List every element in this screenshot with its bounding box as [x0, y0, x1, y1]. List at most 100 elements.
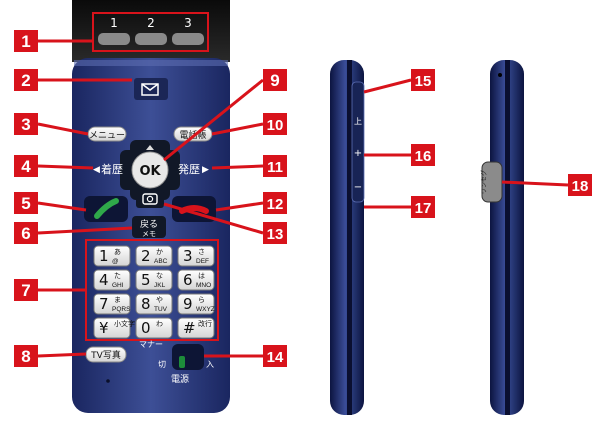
tv-side-key[interactable]: ワンセグ: [480, 161, 503, 203]
left-arrow-icon: ◀: [93, 165, 100, 175]
key-kana-label: や: [156, 296, 163, 304]
svg-text:切: 切: [158, 360, 166, 369]
key-main-label: 8: [141, 295, 151, 313]
badge-label: 16: [415, 148, 432, 165]
badge-16: [411, 144, 435, 166]
badge-8: [14, 345, 38, 367]
badge-label: 17: [415, 200, 432, 217]
badge-label: 2: [21, 71, 30, 90]
badge-4: [14, 155, 38, 177]
callout-5: 5: [14, 192, 87, 214]
callout-16: 16: [364, 144, 435, 166]
key-main-label: 9: [183, 295, 193, 313]
badge-label: 15: [415, 73, 432, 90]
call-history-button[interactable]: ◀ 着歴: [93, 162, 123, 176]
key-kana-label: な: [156, 272, 163, 280]
callout-8: 8: [14, 345, 87, 367]
badge-9: [263, 69, 287, 91]
callout-10: 10: [211, 113, 287, 136]
svg-text:TV写真: TV写真: [90, 349, 121, 361]
key-main-label: #: [183, 319, 196, 337]
badge-7: [14, 279, 38, 301]
volume-plus: +: [354, 148, 362, 159]
top-key-2[interactable]: 2: [135, 16, 167, 45]
phone-upper-half: [72, 0, 230, 62]
call-key[interactable]: [84, 196, 128, 222]
menu-button[interactable]: メニュー: [87, 126, 127, 142]
right-arrow-icon: ▶: [202, 165, 209, 175]
keypad-key-9[interactable]: ¥小文字: [93, 317, 135, 339]
svg-text:3: 3: [184, 16, 192, 30]
ok-label: OK: [139, 164, 161, 179]
tv-photo-button[interactable]: TV写真: [85, 346, 127, 363]
phone-icon: [94, 198, 119, 219]
key-main-label: 6: [183, 271, 193, 289]
badge-label: 7: [21, 281, 30, 300]
key-kana-label: さ: [198, 248, 205, 256]
dpad[interactable]: OK: [120, 140, 180, 200]
callout-1: 1: [14, 30, 93, 52]
volume-minus: −: [354, 182, 362, 193]
badge-label: 6: [21, 224, 30, 243]
badge-1: [14, 30, 38, 52]
key-kana-label: は: [198, 272, 205, 280]
badge-label: 5: [21, 194, 30, 213]
volume-label: 上: [354, 117, 362, 126]
mail-key[interactable]: [134, 78, 168, 100]
camera-key[interactable]: [136, 190, 164, 208]
key-kana-label: た: [114, 272, 121, 280]
key-main-label: 0: [141, 319, 151, 337]
key-sub-label: @: [112, 258, 119, 265]
callout-17: 17: [364, 196, 435, 218]
callout-2: 2: [14, 69, 132, 91]
key-kana-label: 小文字: [114, 319, 135, 328]
svg-text:1: 1: [110, 16, 118, 30]
callout-11: 11: [211, 155, 287, 177]
svg-text:入: 入: [206, 360, 214, 369]
dial-history-button[interactable]: 発歴 ▶: [178, 162, 209, 176]
top-key-1[interactable]: 1: [98, 16, 130, 45]
svg-text:発歴: 発歴: [178, 162, 200, 176]
key-main-label: 1: [99, 247, 109, 265]
badge-label: 11: [267, 159, 283, 176]
badge-18: [568, 174, 592, 196]
camera-icon: [142, 193, 158, 205]
side-view-right: ワンセグ: [480, 60, 524, 415]
badge-label: 3: [21, 115, 30, 134]
badge-label: 13: [267, 226, 284, 243]
phonebook-button[interactable]: 電話帳: [173, 126, 213, 142]
key-main-label: 2: [141, 247, 151, 265]
manner-label: マナー: [139, 340, 163, 349]
key-sub-label: MNO: [196, 282, 211, 289]
mic-hole: [106, 379, 110, 383]
callout-9: 9: [163, 69, 287, 162]
callout-6: 6: [14, 222, 133, 244]
badge-label: 8: [21, 347, 30, 366]
keypad-key-11[interactable]: #改行: [177, 317, 215, 339]
badge-11: [263, 155, 287, 177]
badge-13: [263, 222, 287, 244]
top-key-3[interactable]: 3: [172, 16, 204, 45]
power-key[interactable]: 切 入 電源: [158, 344, 214, 385]
badge-17: [411, 196, 435, 218]
side-view-left: 上 + −: [330, 60, 365, 415]
svg-text:メニュー: メニュー: [89, 131, 125, 141]
back-memo-button[interactable]: 戻る メモ: [132, 216, 166, 238]
svg-text:電源: 電源: [171, 374, 189, 385]
svg-text:ワンセグ: ワンセグ: [480, 170, 488, 194]
key-sub-label: TUV: [154, 306, 168, 313]
callout-14: 14: [204, 345, 287, 367]
